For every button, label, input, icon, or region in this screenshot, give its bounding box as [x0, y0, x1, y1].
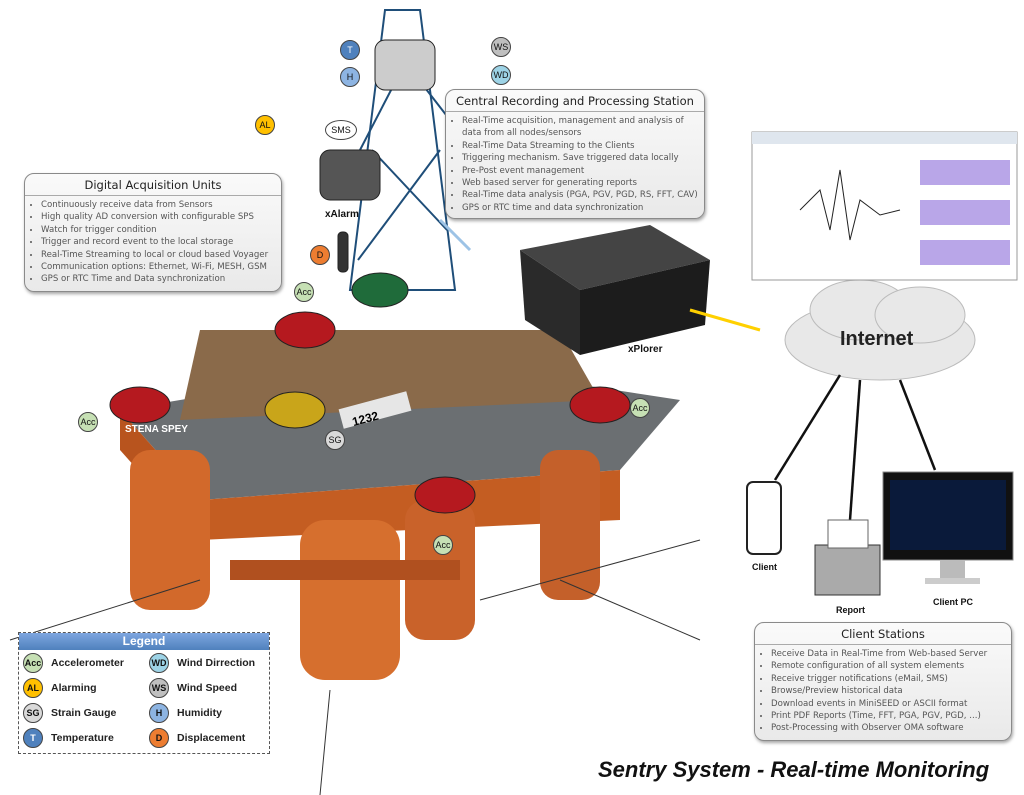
legend-label: Displacement [177, 732, 246, 744]
alarming-badge: AL [23, 678, 43, 698]
legend-item: WD Wind Dirrection [149, 653, 255, 673]
legend-label: Humidity [177, 707, 222, 719]
list-item: Real-Time Streaming to local or cloud ba… [41, 249, 277, 261]
list-item: Print PDF Reports (Time, FFT, PGA, PGV, … [771, 710, 1007, 722]
client-stations-box: Client Stations Receive Data in Real-Tim… [754, 622, 1012, 741]
list-item: Pre-Post event management [462, 165, 700, 177]
displacement-badge: D [310, 245, 330, 265]
acquisition-units-title: Digital Acquisition Units [25, 174, 281, 196]
legend: Legend Acc Accelerometer WD Wind Dirrectio… [18, 632, 270, 754]
xplorer-device [520, 225, 710, 355]
alarming-badge: AL [255, 115, 275, 135]
legend-label: Temperature [51, 732, 114, 744]
accelerometer-badge: Acc [23, 653, 43, 673]
report-label: Report [836, 605, 865, 615]
strain-gauge-badge: SG [325, 430, 345, 450]
connection-lines [773, 374, 937, 521]
list-item: Real-Time acquisition, management and an… [462, 115, 700, 140]
xplorer-label: xPlorer [628, 344, 663, 355]
page-title: Sentry System - Real-time Monitoring [598, 757, 990, 782]
humidity-badge: H [149, 703, 169, 723]
list-item: Watch for trigger condition [41, 224, 277, 236]
accelerometer-badge: Acc [630, 398, 650, 418]
wind-direction-badge: WD [149, 653, 169, 673]
list-item: Download events in MiniSEED or ASCII for… [771, 698, 1007, 710]
client-label: Client [752, 562, 778, 572]
client-stations-title: Client Stations [755, 623, 1011, 645]
xalarm-label: xAlarm [325, 209, 359, 220]
report-printer [814, 519, 881, 596]
helideck-number: 1232 [351, 409, 381, 430]
sms-bubble: SMS [325, 120, 357, 140]
client-pc-label: Client PC [933, 597, 974, 607]
legend-label: Alarming [51, 682, 97, 694]
displacement-badge: D [149, 728, 169, 748]
wind-speed-badge: WS [149, 678, 169, 698]
accelerometer-badge: Acc [294, 282, 314, 302]
legend-item: AL Alarming [23, 678, 97, 698]
list-item: GPS or RTC Time and Data synchronization [41, 273, 277, 285]
legend-item: D Displacement [149, 728, 245, 748]
central-station-title: Central Recording and Processing Station [446, 90, 704, 112]
legend-item: T Temperature [23, 728, 114, 748]
central-station-box: Central Recording and Processing Station… [445, 89, 705, 219]
list-item: High quality AD conversion with configur… [41, 211, 277, 223]
legend-title: Legend [19, 633, 269, 650]
software-screenshot [751, 131, 1018, 281]
client-pc-monitor [882, 471, 1014, 584]
legend-item: SG Strain Gauge [23, 703, 116, 723]
list-item: Remote configuration of all system eleme… [771, 660, 1007, 672]
wind-direction-badge: WD [491, 65, 511, 85]
legend-label: Strain Gauge [51, 707, 117, 719]
temperature-badge: T [23, 728, 43, 748]
list-item: Post-Processing with Observer OMA softwa… [771, 722, 1007, 734]
list-item: Communication options: Ethernet, Wi-Fi, … [41, 261, 277, 273]
list-item: Web based server for generating reports [462, 177, 700, 189]
list-item: Browse/Preview historical data [771, 685, 1007, 697]
list-item: Real-Time data analysis (PGA, PGV, PGD, … [462, 189, 700, 201]
legend-label: Wind Dirrection [177, 657, 256, 669]
strain-gauge-badge: SG [23, 703, 43, 723]
list-item: GPS or RTC time and data synchronization [462, 202, 700, 214]
acquisition-units [109, 39, 631, 514]
internet-cloud [784, 279, 976, 381]
wireless-link [689, 308, 761, 332]
list-item: Trigger and record event to the local st… [41, 236, 277, 248]
legend-item: WS Wind Speed [149, 678, 237, 698]
legend-item: Acc Accelerometer [23, 653, 124, 673]
humidity-badge: H [340, 67, 360, 87]
legend-label: Accelerometer [51, 657, 124, 669]
accelerometer-badge: Acc [433, 535, 453, 555]
platform-name: STENA SPEY [125, 424, 188, 435]
list-item: Triggering mechanism. Save triggered dat… [462, 152, 700, 164]
internet-label: Internet [840, 328, 914, 350]
legend-label: Wind Speed [177, 682, 237, 694]
list-item: Receive trigger notifications (eMail, SM… [771, 673, 1007, 685]
client-phone [746, 481, 782, 555]
wireless-link [438, 218, 472, 252]
accelerometer-badge: Acc [78, 412, 98, 432]
list-item: Receive Data in Real-Time from Web-based… [771, 648, 1007, 660]
legend-item: H Humidity [149, 703, 222, 723]
list-item: Real-Time Data Streaming to the Clients [462, 140, 700, 152]
wind-speed-badge: WS [491, 37, 511, 57]
list-item: Continuously receive data from Sensors [41, 199, 277, 211]
temperature-badge: T [340, 40, 360, 60]
acquisition-units-box: Digital Acquisition Units Continuously r… [24, 173, 282, 292]
